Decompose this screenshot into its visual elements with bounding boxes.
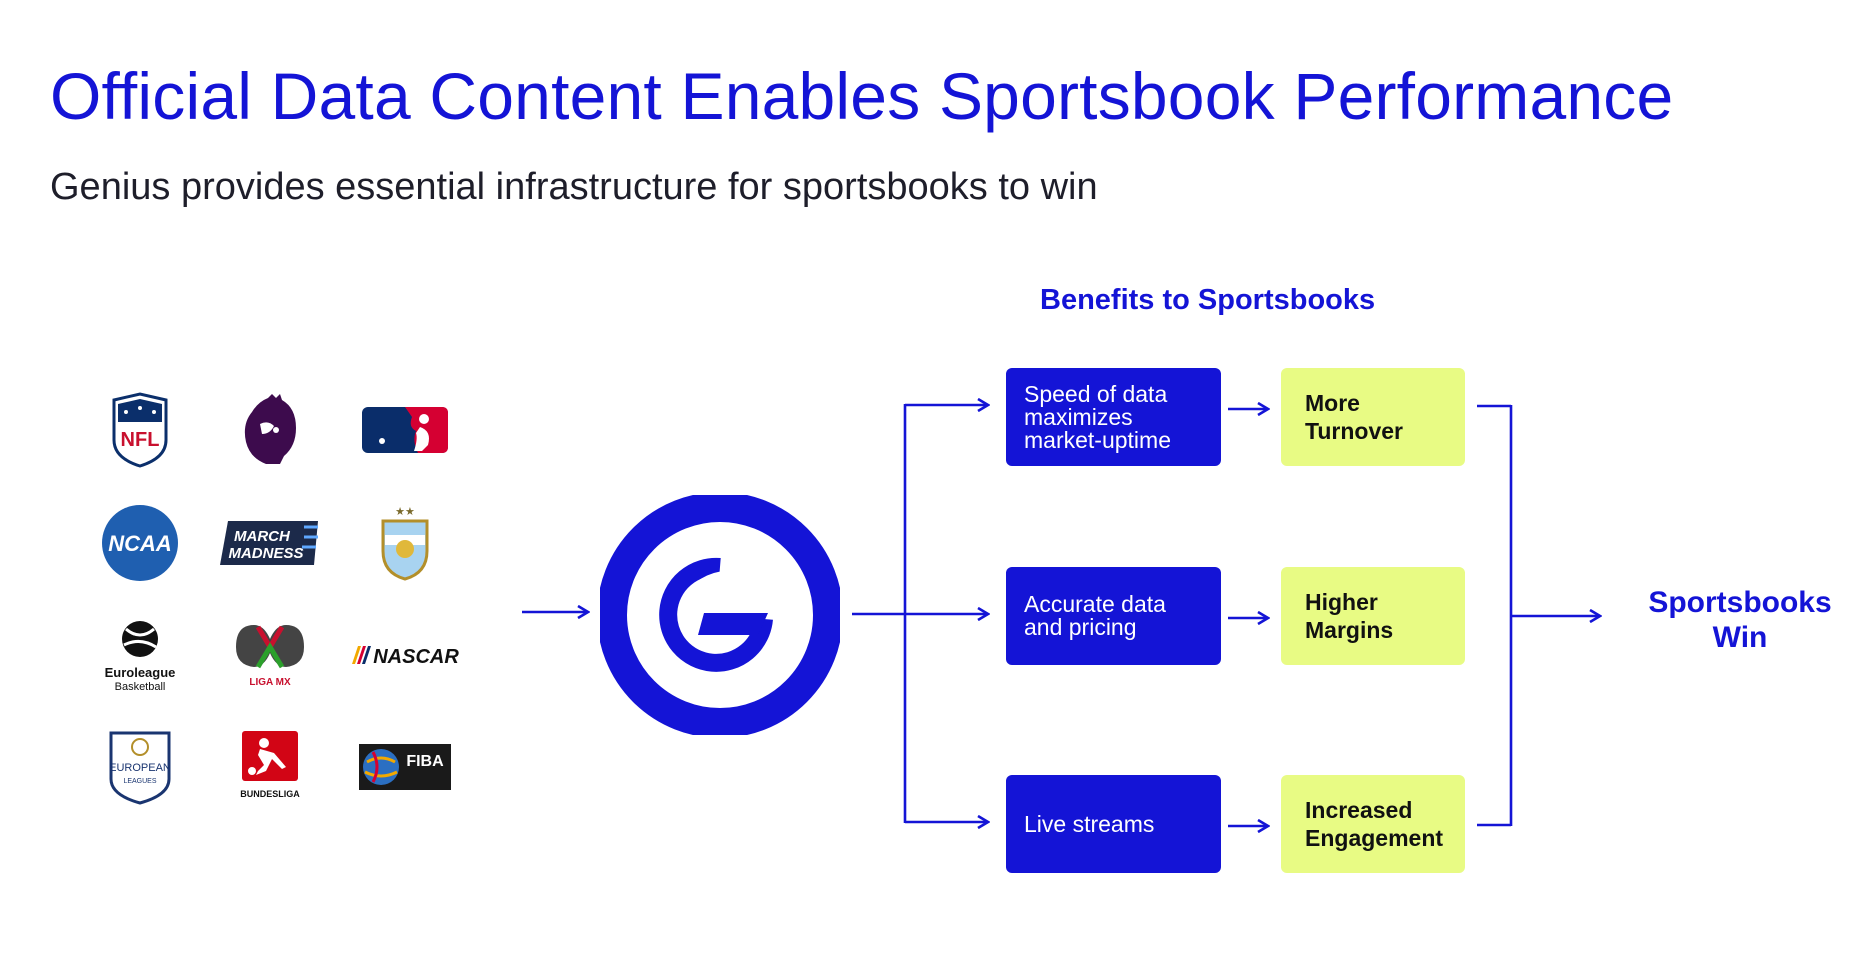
fiba-wordmark: FIBA bbox=[406, 753, 444, 770]
madness-word: MADNESS bbox=[228, 545, 303, 562]
outcome-box-engagement: Increased Engagement bbox=[1281, 775, 1465, 873]
benefit-box-streams: Live streams bbox=[1006, 775, 1221, 873]
benefit-text-streams: Live streams bbox=[1024, 810, 1155, 837]
bundesliga-wordmark: BUNDESLIGA bbox=[240, 789, 300, 799]
page-title: Official Data Content Enables Sportsbook… bbox=[50, 59, 1674, 133]
march-madness-logo: MARCH MADNESS bbox=[215, 498, 325, 588]
nascar-wordmark: NASCAR bbox=[373, 646, 459, 668]
european-leagues-logo: EUROPEAN LEAGUES bbox=[85, 722, 195, 812]
stars-icon: ★★ bbox=[395, 505, 415, 518]
outcome-text-turnover: More Turnover bbox=[1305, 390, 1403, 444]
nfl-shield-icon: NFL bbox=[112, 392, 168, 468]
euroleague-subword: Basketball bbox=[115, 681, 166, 693]
afa-crest-icon: ★★ bbox=[381, 505, 429, 581]
march-word: MARCH bbox=[234, 528, 291, 545]
page-subtitle: Genius provides essential infrastructure… bbox=[50, 166, 1098, 208]
ncaa-wordmark: NCAA bbox=[108, 531, 172, 556]
fiba-globe-icon: FIBA bbox=[359, 744, 451, 790]
benefit-box-speed: Speed of data maximizes market-uptime bbox=[1006, 368, 1221, 466]
outcome-box-turnover: More Turnover bbox=[1281, 368, 1465, 466]
liga-mx-logo: LIGA MX bbox=[215, 610, 325, 700]
nascar-logo: NASCAR bbox=[350, 610, 460, 700]
european-leagues-shield-icon: EUROPEAN LEAGUES bbox=[109, 731, 171, 805]
ncaa-logo: NCAA bbox=[85, 498, 195, 588]
european-leagues-wordmark: EUROPEAN bbox=[109, 762, 171, 774]
bundesliga-player-icon: BUNDESLIGA bbox=[240, 731, 300, 799]
nfl-wordmark: NFL bbox=[121, 429, 160, 451]
mlb-batter-icon bbox=[362, 407, 448, 453]
march-madness-wordmark: MARCH MADNESS bbox=[228, 528, 303, 562]
march-madness-bracket-icon: MARCH MADNESS bbox=[220, 521, 318, 565]
ncaa-disc-icon: NCAA bbox=[102, 505, 178, 581]
fiba-logo: FIBA bbox=[350, 722, 460, 812]
benefit-box-accuracy: Accurate data and pricing bbox=[1006, 567, 1221, 665]
genius-logo-icon bbox=[600, 495, 840, 735]
outcome-box-margins: Higher Margins bbox=[1281, 567, 1465, 665]
liga-mx-wordmark: LIGA MX bbox=[249, 677, 291, 688]
euroleague-wordmark: Euroleague bbox=[105, 665, 176, 680]
euroleague-logo: Euroleague Basketball bbox=[85, 610, 195, 700]
nfl-logo: NFL bbox=[85, 385, 195, 475]
mlb-logo bbox=[350, 385, 460, 475]
liga-mx-x-icon: LIGA MX bbox=[236, 625, 304, 688]
european-leagues-subword: LEAGUES bbox=[123, 778, 156, 785]
nascar-stripes-icon: NASCAR bbox=[352, 646, 459, 668]
premier-league-logo bbox=[215, 385, 325, 475]
benefit-text-accuracy: Accurate data and pricing bbox=[1024, 591, 1166, 640]
result-label: Sportsbooks Win bbox=[1648, 586, 1832, 654]
lion-icon bbox=[244, 394, 296, 464]
outcome-text-engagement: Increased Engagement bbox=[1305, 797, 1444, 851]
bundesliga-logo: BUNDESLIGA bbox=[215, 722, 325, 812]
euroleague-ball-icon: Euroleague Basketball bbox=[105, 621, 176, 693]
afa-logo: ★★ bbox=[350, 498, 460, 588]
benefit-text-speed: Speed of data maximizes market-uptime bbox=[1024, 380, 1171, 453]
benefits-heading: Benefits to Sportsbooks bbox=[1040, 284, 1376, 316]
outcome-text-margins: Higher Margins bbox=[1305, 589, 1394, 643]
